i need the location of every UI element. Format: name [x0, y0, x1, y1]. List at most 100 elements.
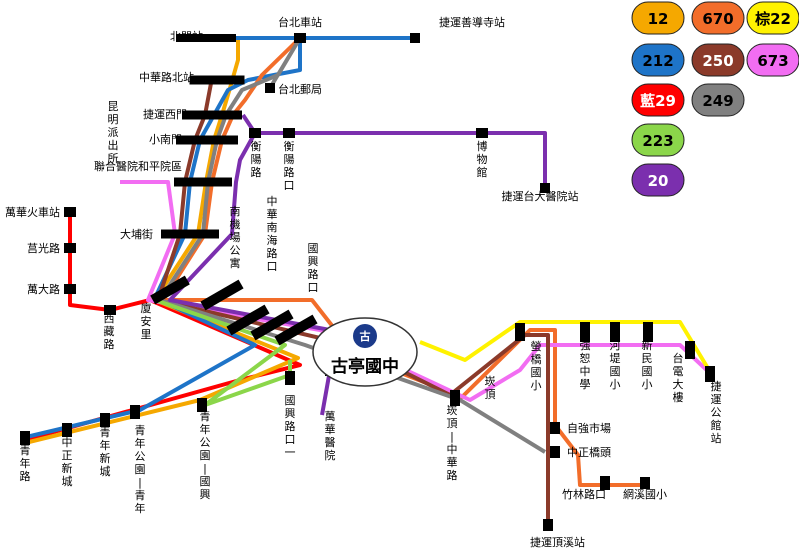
stop-label: 館 — [711, 418, 722, 432]
stop-marker — [100, 413, 110, 427]
route-badge — [691, 43, 745, 77]
stop-marker — [283, 128, 295, 138]
stop-label: 中 — [62, 436, 73, 449]
stop-label: 昆 — [108, 100, 119, 113]
stop-label: 機 — [230, 217, 241, 231]
stop-label: 華 — [447, 456, 458, 469]
route-badge-label: 223 — [642, 132, 673, 150]
route-badge — [631, 83, 685, 117]
stop-label: 捷運頂溪站 — [530, 535, 585, 549]
stop-markers — [20, 33, 715, 531]
center-node: 古 古亭國中 — [312, 317, 418, 387]
route-badge-label: 12 — [648, 10, 669, 28]
stop-label: 中華路北站 — [139, 70, 194, 84]
stop-marker — [540, 183, 550, 193]
stop-label: 南 — [267, 221, 278, 234]
stop-marker — [161, 229, 219, 239]
route-line — [21, 36, 410, 440]
stop-marker — [640, 477, 650, 489]
stop-label: 台北郵局 — [278, 82, 322, 96]
route-line — [161, 36, 645, 487]
stop-label: 堤 — [610, 352, 621, 365]
stop-label: 小 — [610, 378, 621, 391]
stop-marker — [182, 110, 242, 120]
stop-label: 派 — [108, 126, 119, 139]
stop-label: 學 — [580, 378, 591, 391]
stop-marker — [450, 390, 460, 406]
stop-marker — [176, 135, 238, 145]
stop-label: 台北車站 — [278, 15, 322, 29]
stop-label: 路 — [104, 338, 115, 351]
stop-marker — [600, 476, 610, 490]
stop-label: 捷運西門 — [143, 107, 187, 121]
route-badge-label: 棕22 — [755, 10, 791, 28]
stop-label: 醫 — [325, 436, 336, 449]
stop-marker — [265, 83, 275, 93]
stop-marker — [197, 398, 207, 412]
stop-marker — [130, 405, 140, 419]
stop-marker — [285, 371, 295, 385]
route-badge-label: 212 — [642, 52, 673, 70]
stop-label: 公 — [200, 436, 211, 449]
stop-label: 國 — [200, 475, 211, 488]
stop-marker — [410, 33, 420, 43]
stop-label: 公 — [711, 406, 722, 419]
stop-label: 站 — [711, 431, 722, 445]
stop-label: 出 — [108, 138, 119, 152]
route-badge-label: 249 — [702, 92, 733, 110]
stop-label: 大 — [673, 377, 684, 391]
stop-label: 口 — [284, 179, 295, 192]
stop-label: 園 — [200, 449, 211, 462]
stop-label: 電 — [673, 365, 684, 378]
stop-marker — [62, 423, 72, 437]
stop-label: 一 — [285, 446, 296, 459]
stop-marker — [189, 75, 245, 85]
stop-marker — [685, 341, 695, 359]
stop-label: 捷 — [711, 379, 722, 393]
stop-label: 青 — [20, 444, 31, 457]
stop-marker — [64, 243, 76, 253]
route-badge — [631, 43, 685, 77]
stop-marker — [274, 314, 318, 346]
stop-label: 年 — [200, 422, 211, 436]
stop-label: | — [138, 476, 142, 489]
school-emblem-icon — [353, 324, 377, 348]
stop-label: 恕 — [580, 351, 591, 365]
route-line — [419, 320, 714, 377]
stop-label: 小 — [531, 379, 542, 392]
stop-label: 莒光路 — [27, 241, 60, 255]
stop-label: 螢 — [531, 339, 542, 353]
stop-marker — [176, 34, 236, 42]
stop-label: 民 — [642, 352, 653, 365]
stop-label: 陽 — [251, 153, 262, 166]
stop-label: 台 — [673, 351, 684, 365]
stop-marker — [476, 128, 488, 138]
stop-label: | — [203, 462, 207, 475]
stop-label: 小南門 — [149, 133, 182, 146]
stop-label: 城 — [100, 465, 111, 478]
stop-label: 年 — [20, 456, 31, 470]
stop-label: 園 — [135, 463, 146, 476]
stop-label: 橋 — [531, 352, 542, 366]
stop-label: 強 — [580, 339, 591, 352]
stop-label: 廈 — [141, 301, 152, 315]
stop-label: 崁 — [447, 404, 458, 417]
stop-marker — [250, 309, 294, 341]
stop-label: 萬大路 — [27, 282, 60, 296]
stop-label: 路 — [308, 268, 319, 281]
stop-label: 小 — [642, 378, 653, 391]
stop-label: 興 — [200, 488, 211, 501]
stop-label: 明 — [108, 113, 119, 126]
stop-label: 正 — [62, 449, 73, 462]
stop-label: 新 — [62, 461, 73, 475]
route-badge-label: 673 — [757, 52, 788, 70]
stop-label: 北門站 — [170, 29, 203, 43]
stop-label: 國 — [642, 365, 653, 378]
stop-label: 國 — [308, 242, 319, 255]
stop-label: 樓 — [673, 390, 684, 404]
stop-label: 藏 — [104, 325, 115, 338]
stop-label: 年 — [100, 438, 111, 452]
stop-label: 聯合醫院和平院區 — [94, 159, 182, 173]
stop-label: 物 — [477, 152, 488, 166]
